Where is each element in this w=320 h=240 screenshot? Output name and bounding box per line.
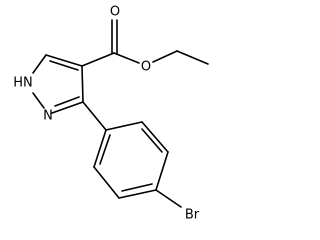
- atom-label-o-ester: O: [141, 60, 151, 75]
- bond-ar6-ar1: [93, 129, 107, 168]
- bond-c3-aryl: [82, 101, 107, 131]
- bond-n1-c5: [32, 54, 47, 74]
- bond-ch2-ch3: [176, 50, 209, 65]
- chemical-structure-diagram: HN N O O Br: [13, 5, 209, 223]
- bond-c3-n2-inner: [54, 96, 80, 107]
- bond-c3-n2: [51, 101, 84, 114]
- bond-ar4-ar5: [118, 189, 157, 199]
- bond-ar5-ar6: [93, 166, 120, 199]
- bond-ar2-ar3: [141, 121, 169, 153]
- bond-c5-c4-inner: [49, 60, 79, 71]
- atom-label-o-carbonyl: O: [110, 5, 120, 20]
- atom-labels: HN N O O Br: [13, 5, 200, 223]
- bond-carbonyl-o-ester: [113, 52, 140, 64]
- pyrazole-ring: [32, 54, 84, 114]
- bond-o-ch2: [152, 50, 178, 63]
- atom-label-br: Br: [185, 208, 200, 223]
- bond-ar4-ar5-inner: [121, 183, 153, 192]
- atom-label-nh: HN: [13, 76, 33, 91]
- bond-ar6-ar1-inner: [99, 134, 111, 165]
- bond-ar3-ar4: [155, 151, 169, 191]
- bromophenyl-ring: [82, 101, 182, 208]
- bond-c5-c4: [45, 54, 83, 67]
- bond-n2-n1: [32, 92, 45, 109]
- bond-ar1-ar2: [105, 121, 143, 131]
- bond-ar4-br: [155, 189, 182, 208]
- ethyl-ester-group: [81, 19, 209, 67]
- bond-c4-carbonyl: [81, 52, 115, 67]
- bond-ar2-ar3-inner: [141, 128, 163, 153]
- bond-c4-c3: [81, 65, 84, 103]
- atom-label-n: N: [43, 109, 53, 124]
